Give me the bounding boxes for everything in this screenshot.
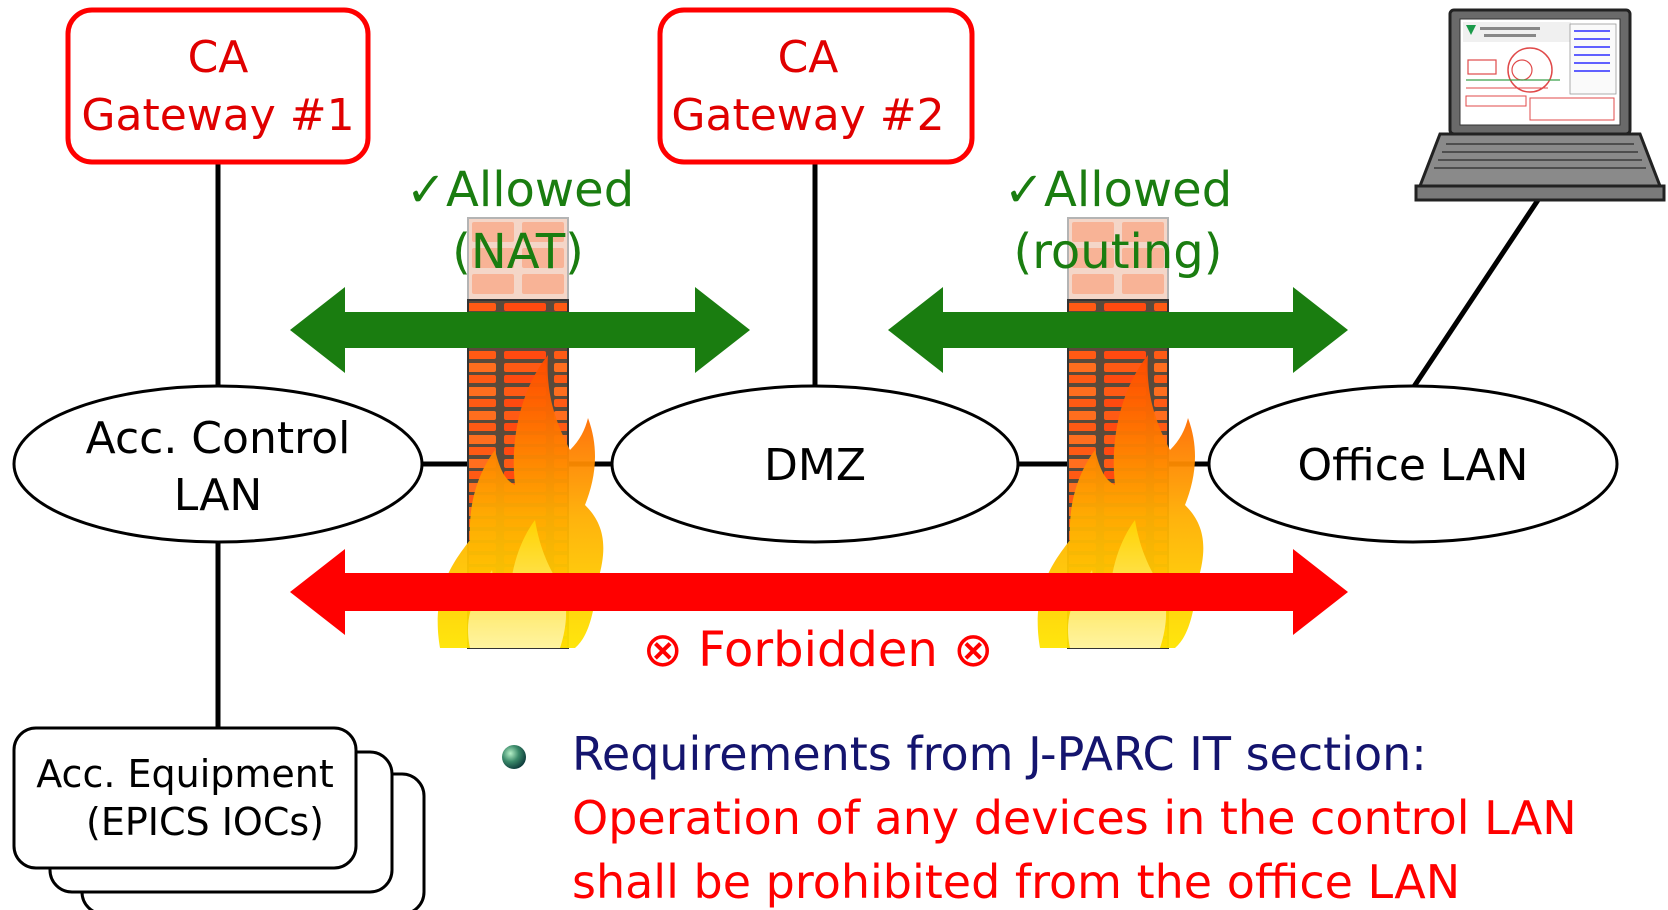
requirements-line-2: shall be prohibited from the office LAN (572, 855, 1460, 909)
allowed-arrow-routing (888, 287, 1348, 373)
office-lan-label: Office LAN (1298, 440, 1529, 491)
allowed-nat-line2: (NAT) (452, 224, 584, 280)
gateway-1-subtitle: Gateway #1 (81, 90, 354, 141)
equipment-label-1: Acc. Equipment (36, 752, 334, 796)
requirements-line-1: Operation of any devices in the control … (572, 791, 1577, 845)
gateway-2-subtitle: Gateway #2 (671, 90, 944, 141)
office-lan: Office LAN (1207, 384, 1619, 544)
gateway-2-title: CA (778, 32, 839, 83)
bullet-sphere-icon (502, 745, 526, 769)
ca-gateway-1: CA Gateway #1 (65, 7, 371, 165)
allowed-routing-line2: (routing) (1014, 224, 1223, 280)
requirements-heading: Requirements from J-PARC IT section: (572, 727, 1427, 781)
gateway-1-title: CA (188, 32, 249, 83)
allowed-nat-line1: ✓Allowed (406, 162, 634, 218)
equipment-label-2: (EPICS IOCs) (86, 800, 324, 844)
acc-control-lan: Acc. Control LAN (12, 384, 424, 544)
forbidden-arrow (290, 549, 1348, 635)
control-lan-label-1: Acc. Control (86, 413, 351, 464)
forbidden-label: ⊗ Forbidden ⊗ (643, 622, 994, 678)
laptop-to-office-link (1410, 198, 1541, 390)
dmz-network: DMZ (610, 384, 1020, 544)
allowed-label-nat: ✓Allowed (NAT) (406, 162, 634, 280)
allowed-routing-line1: ✓Allowed (1004, 162, 1232, 218)
requirements-block: Requirements from J-PARC IT section: Ope… (502, 727, 1577, 909)
ca-gateway-2: CA Gateway #2 (657, 7, 975, 165)
laptop-icon (1414, 8, 1666, 202)
allowed-arrow-nat (290, 287, 750, 373)
control-lan-label-2: LAN (174, 470, 263, 521)
acc-equipment-stack: Acc. Equipment (EPICS IOCs) (12, 726, 426, 910)
dmz-label: DMZ (764, 440, 866, 491)
allowed-label-routing: ✓Allowed (routing) (1004, 162, 1232, 280)
